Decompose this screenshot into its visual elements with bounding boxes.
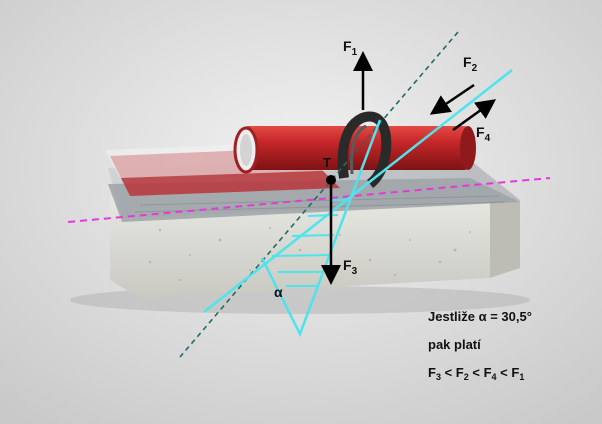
inequality-op: < — [468, 365, 484, 380]
label-f3: F3 — [343, 257, 358, 277]
pipe-body — [244, 126, 468, 170]
label-alpha: α — [274, 284, 283, 300]
incline-line — [203, 69, 513, 313]
note-line-3: F3 < F2 < F4 < F1 — [428, 365, 525, 382]
inequality-term: F — [455, 365, 464, 380]
inequality-term: F — [428, 365, 436, 380]
arrow-f4 — [452, 99, 497, 132]
label-f2: F2 — [463, 54, 478, 74]
concrete-block-front — [110, 192, 490, 298]
label-f1: F1 — [343, 38, 358, 58]
concrete-block-side — [490, 192, 520, 278]
concrete-texture — [148, 227, 471, 281]
label-f4: F4 — [476, 124, 491, 144]
point-t — [326, 175, 336, 185]
note-line-2: pak platí — [428, 337, 481, 352]
note-line-1: Jestliže α = 30,5° — [428, 309, 532, 324]
membrane-ribs — [134, 195, 506, 213]
inequality-term: F — [511, 365, 520, 380]
arrow-f2 — [429, 83, 475, 115]
label-t: T — [323, 155, 331, 170]
horizontal-axis — [67, 177, 551, 223]
pipe-far-end — [460, 126, 476, 170]
pipe-inner — [240, 134, 252, 166]
force-triangle — [260, 119, 382, 338]
inequality-op: < — [440, 365, 456, 380]
hatch-lines — [271, 199, 346, 287]
inequality-term: F — [483, 365, 492, 380]
inequality-op: < — [496, 365, 512, 380]
